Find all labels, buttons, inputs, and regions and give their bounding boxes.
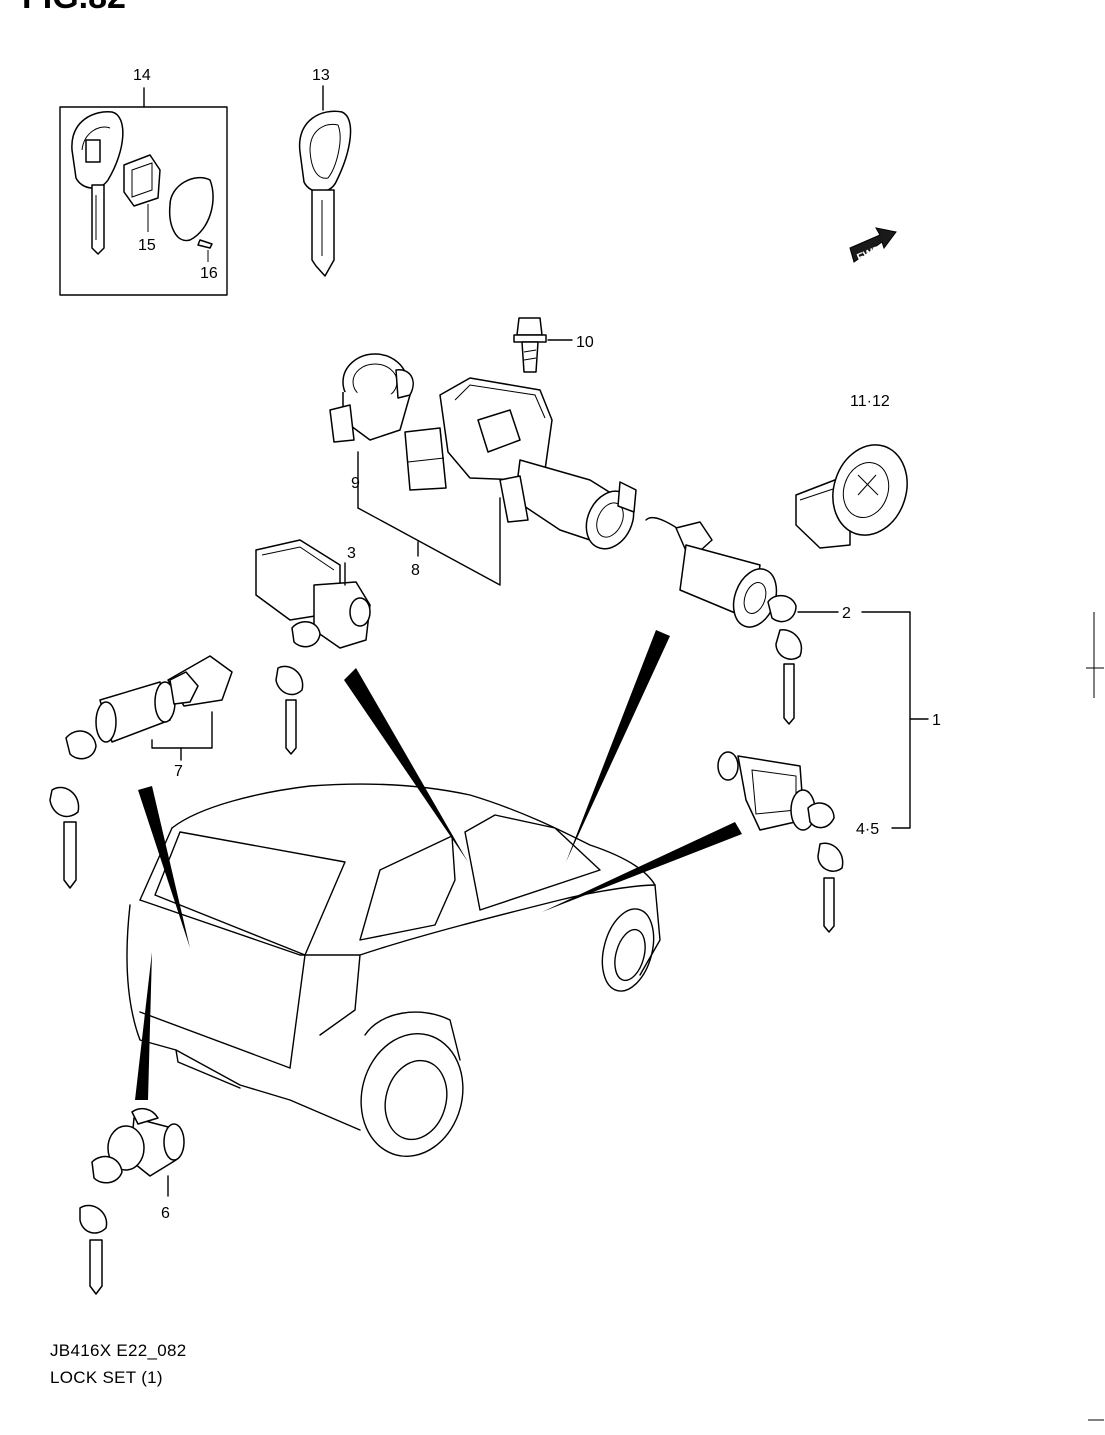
- lock-set-7: 7: [49, 655, 233, 889]
- bracket-8: 8: [357, 497, 501, 586]
- callout-16: 16: [200, 265, 218, 282]
- callout-3: 3: [347, 545, 356, 562]
- bolt-10: 10: [513, 317, 594, 373]
- callout-15: 15: [138, 237, 156, 254]
- lock-6: 6: [79, 1107, 185, 1295]
- diagram-title: LOCK SET (1): [50, 1368, 163, 1387]
- key-assembly-group: 14 15 16: [59, 67, 228, 296]
- callout-14: 14: [133, 67, 151, 84]
- vehicle-outline: [126, 783, 661, 1157]
- fwd-arrow-icon: FWD: [849, 227, 897, 264]
- diagram-code: JB416X E22_082: [50, 1341, 187, 1360]
- callout-10: 10: [576, 334, 594, 351]
- callout-9: 9: [351, 475, 360, 492]
- lock-3: 3: [255, 539, 371, 755]
- key-13: 13: [298, 67, 352, 277]
- pointer-wedge: [542, 822, 742, 912]
- steering-lock-body: [404, 377, 637, 550]
- callout-4-5: 4·5: [856, 821, 879, 838]
- ignition-switch-9: 9: [329, 353, 414, 509]
- pointer-wedges: [135, 630, 742, 1100]
- callout-2: 2: [842, 605, 851, 622]
- pointer-wedge: [135, 952, 152, 1100]
- callout-8: 8: [411, 562, 420, 579]
- callout-6: 6: [161, 1205, 170, 1222]
- pointer-wedge: [344, 668, 468, 862]
- pointer-wedge: [566, 630, 670, 862]
- callout-13: 13: [312, 67, 330, 84]
- callout-11-12: 11·12: [850, 393, 890, 410]
- key-ring-11-12: 11·12: [795, 393, 908, 549]
- figure-heading: FIG.82: [22, 0, 126, 16]
- callout-1: 1: [932, 712, 941, 729]
- door-lock-cylinder-2: 2 1: [645, 516, 941, 829]
- callout-7: 7: [174, 763, 183, 780]
- door-lock-4-5: 4·5: [717, 751, 879, 933]
- pointer-wedge: [138, 786, 190, 948]
